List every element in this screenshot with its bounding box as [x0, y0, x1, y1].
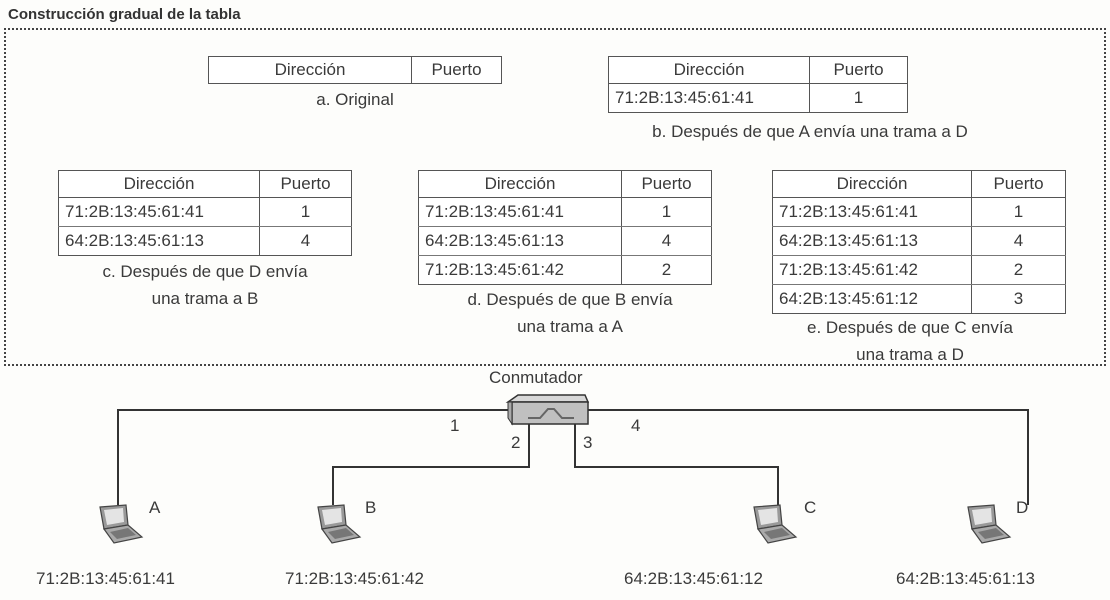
caption-line: c. Después de que D envía	[102, 262, 308, 281]
address-cell: 71:2B:13:45:61:41	[608, 83, 810, 113]
host-name-b: B	[365, 498, 377, 517]
address-cell: 71:2B:13:45:61:42	[418, 255, 622, 285]
switch-icon	[505, 394, 590, 426]
laptop-icon-c	[753, 504, 798, 544]
header-port: Puerto	[259, 170, 352, 198]
caption-line: e. Después de que C envía	[806, 318, 1014, 337]
table-caption-e: e. Después de que C envía una trama a D	[760, 314, 1060, 368]
port-cell: 1	[971, 197, 1066, 227]
host-name-a: A	[149, 498, 161, 517]
caption-line: b. Después de que A envía una trama a D	[652, 122, 968, 141]
port-label-2: 2	[511, 433, 521, 452]
laptop-icon-a	[99, 504, 144, 544]
laptop-icon-b	[317, 504, 362, 544]
header-address: Dirección	[208, 56, 412, 84]
header-address: Dirección	[772, 170, 972, 198]
host-address-d: 64:2B:13:45:61:13	[896, 569, 1035, 588]
header-address: Dirección	[418, 170, 622, 198]
port-cell: 4	[621, 226, 712, 256]
host-address-a: 71:2B:13:45:61:41	[36, 569, 175, 588]
address-cell: 64:2B:13:45:61:13	[772, 226, 972, 256]
table-caption-a: a. Original	[255, 86, 455, 113]
table-caption-c: c. Después de que D envía una trama a B	[55, 258, 355, 312]
host-address-c: 64:2B:13:45:61:12	[624, 569, 763, 588]
address-cell: 71:2B:13:45:61:41	[418, 197, 622, 227]
address-cell: 71:2B:13:45:61:42	[772, 255, 972, 285]
port-label-3: 3	[583, 433, 593, 452]
header-port: Puerto	[809, 56, 908, 84]
port-cell: 4	[971, 226, 1066, 256]
laptop-icon-d	[967, 504, 1012, 544]
switch-label: Conmutador	[489, 368, 583, 387]
link-port-1	[117, 409, 508, 505]
header-address: Dirección	[608, 56, 810, 84]
port-cell: 2	[971, 255, 1066, 285]
host-address-b: 71:2B:13:45:61:42	[285, 569, 424, 588]
link-port-3	[574, 424, 779, 505]
address-cell: 71:2B:13:45:61:41	[772, 197, 972, 227]
caption-line: una trama a A	[517, 317, 623, 336]
link-port-4	[586, 409, 1029, 505]
port-cell: 1	[259, 197, 352, 227]
caption-line: a. Original	[316, 90, 394, 109]
host-name-c: C	[804, 498, 817, 517]
host-name-d: D	[1016, 498, 1029, 517]
port-cell: 1	[809, 83, 908, 113]
port-cell: 4	[259, 226, 352, 256]
caption-line: una trama a B	[151, 289, 259, 308]
header-port: Puerto	[621, 170, 712, 198]
address-cell: 71:2B:13:45:61:41	[58, 197, 260, 227]
address-cell: 64:2B:13:45:61:13	[418, 226, 622, 256]
header-port: Puerto	[971, 170, 1066, 198]
port-cell: 3	[971, 284, 1066, 314]
caption-line: d. Después de que B envía	[467, 290, 673, 309]
tables-frame	[4, 28, 1106, 366]
table-caption-b: b. Después de que A envía una trama a D	[600, 118, 1020, 145]
address-cell: 64:2B:13:45:61:12	[772, 284, 972, 314]
header-address: Dirección	[58, 170, 260, 198]
port-label-1: 1	[450, 416, 460, 435]
port-cell: 1	[621, 197, 712, 227]
link-port-2	[332, 424, 530, 505]
port-label-4: 4	[631, 416, 641, 435]
table-caption-d: d. Después de que B envía una trama a A	[415, 286, 725, 340]
caption-line: una trama a D	[856, 345, 964, 364]
address-cell: 64:2B:13:45:61:13	[58, 226, 260, 256]
header-port: Puerto	[411, 56, 502, 84]
port-cell: 2	[621, 255, 712, 285]
figure-title: Construcción gradual de la tabla	[8, 6, 241, 23]
